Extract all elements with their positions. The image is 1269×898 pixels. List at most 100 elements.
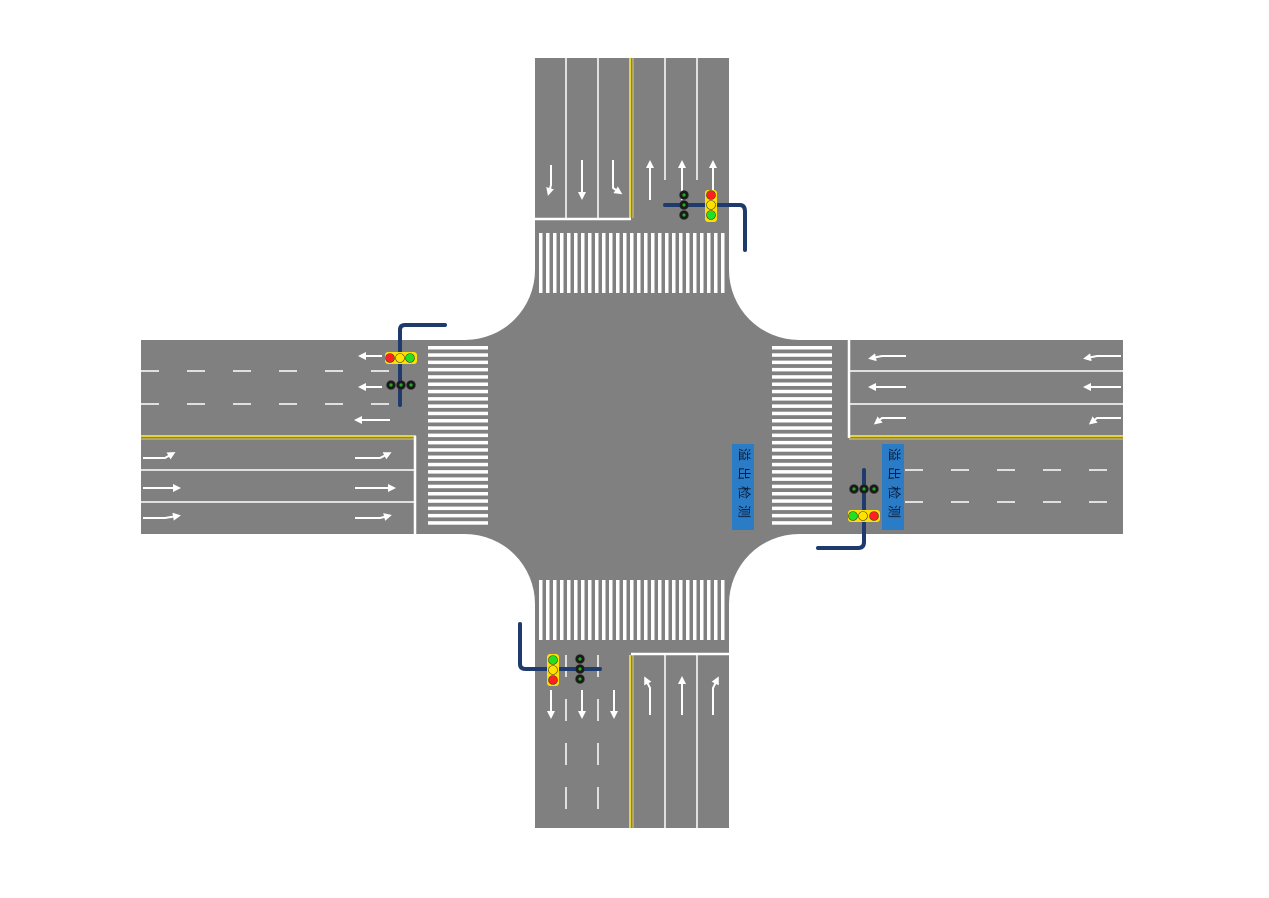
signal-west-green — [405, 353, 415, 363]
crosswalk-south-stripe — [553, 580, 557, 640]
signal-west-arrow-straight-arrow — [399, 383, 403, 387]
crosswalk-east-stripe — [772, 440, 832, 445]
signal-west-pole — [398, 323, 447, 407]
crosswalk-south-stripe — [630, 580, 634, 640]
signal-east-pole — [816, 468, 866, 550]
detector-center-label: 溢出检测 — [736, 448, 751, 524]
crosswalk-west-stripe — [428, 367, 488, 372]
crosswalk-north-stripe — [679, 233, 683, 293]
east-arrow-left-down — [1088, 416, 1121, 425]
west-arrow-right — [143, 512, 181, 521]
detector-east-box — [882, 444, 904, 530]
signal-north-yellow — [706, 200, 716, 210]
east-arrow-left — [868, 353, 906, 362]
crosswalk-north-stripe — [665, 233, 669, 293]
crosswalk-east-stripe — [772, 375, 832, 379]
crosswalk-west-stripe — [428, 404, 488, 408]
crosswalk-east-stripe — [772, 367, 832, 372]
corner-fillet-0 — [465, 270, 535, 340]
crosswalk-north-stripe — [539, 233, 543, 293]
signal-east-arrow-right-arrow — [872, 487, 876, 491]
crosswalk-west-stripe — [428, 462, 488, 467]
crosswalk-west-stripe — [428, 346, 488, 350]
road-surface — [141, 58, 1123, 828]
crosswalk-east-stripe — [772, 433, 832, 438]
crosswalk-west-stripe — [428, 477, 488, 481]
signal-west-arrow-right-arrow — [409, 383, 413, 387]
crosswalk-north-stripe — [714, 233, 718, 293]
signal-west-yellow — [395, 353, 405, 363]
south-arrow-left-up — [644, 676, 652, 715]
signal-north-red — [706, 190, 716, 200]
north-arrow-right-down — [612, 160, 623, 195]
crosswalk-south-stripe — [651, 580, 655, 640]
crosswalk-east-stripe — [772, 448, 832, 452]
east-arrow-left-down — [873, 416, 906, 425]
signal-east-arrow-straight-arrow — [862, 487, 866, 491]
crosswalk-east-stripe — [772, 462, 832, 467]
crosswalk-south-stripe — [560, 580, 564, 640]
crosswalks — [428, 233, 832, 640]
crosswalk-south-stripe — [637, 580, 641, 640]
crosswalk-north-stripe — [609, 233, 613, 293]
crosswalk-west-stripe — [428, 433, 488, 438]
east-arrow-left — [1083, 353, 1121, 362]
west-arrow-right-up — [143, 452, 176, 460]
signal-south-arrow-right-arrow — [578, 677, 582, 681]
signal-west-arrow-left-arrow — [389, 383, 393, 387]
detector-east: 溢出检测 — [882, 444, 904, 530]
crosswalk-south-stripe — [665, 580, 669, 640]
crosswalk-north-stripe — [700, 233, 704, 293]
crosswalk-west-stripe — [428, 397, 488, 401]
crosswalk-north-stripe — [581, 233, 585, 293]
crosswalk-east-stripe — [772, 382, 832, 386]
crosswalk-east-stripe — [772, 346, 832, 350]
crosswalk-west-stripe — [428, 440, 488, 445]
crosswalk-south-stripe — [686, 580, 690, 640]
crosswalk-south-stripe — [609, 580, 613, 640]
crosswalk-east-stripe — [772, 521, 832, 525]
crosswalk-east-stripe — [772, 492, 832, 496]
crosswalk-east-stripe — [772, 506, 832, 511]
crosswalk-north-stripe — [588, 233, 592, 293]
crosswalk-north-stripe — [595, 233, 599, 293]
signal-south-green — [548, 655, 558, 665]
crosswalk-south-stripe — [707, 580, 711, 640]
crosswalk-west-stripe — [428, 389, 488, 394]
signal-east-arrow-left-arrow — [852, 487, 856, 491]
signal-east-yellow — [858, 511, 868, 521]
crosswalk-east-stripe — [772, 499, 832, 503]
crosswalk-west-stripe — [428, 375, 488, 379]
crosswalk-north-stripe — [630, 233, 634, 293]
crosswalk-south-stripe — [623, 580, 627, 640]
south-arrow-right-up — [711, 676, 719, 715]
corner-fillet-1 — [729, 270, 799, 340]
signal-west-red — [385, 353, 395, 363]
signal-north-green — [706, 210, 716, 220]
detector-east-label: 溢出检测 — [886, 448, 901, 524]
crosswalk-west-stripe — [428, 353, 488, 357]
crosswalk-west-stripe — [428, 419, 488, 423]
crosswalk-south-stripe — [714, 580, 718, 640]
crosswalk-east-stripe — [772, 419, 832, 423]
crosswalk-south-stripe — [539, 580, 543, 640]
crosswalk-north-stripe — [560, 233, 564, 293]
corner-fillet-2 — [465, 534, 535, 604]
crosswalk-south-stripe — [658, 580, 662, 640]
crosswalk-north-stripe — [602, 233, 606, 293]
crosswalk-south-stripe — [700, 580, 704, 640]
crosswalk-east-stripe — [772, 484, 832, 489]
crosswalk-north-stripe — [616, 233, 620, 293]
crosswalk-west-stripe — [428, 492, 488, 496]
signal-north-arrow-right-arrow — [682, 213, 686, 217]
crosswalk-east-stripe — [772, 513, 832, 518]
crosswalk-south-stripe — [546, 580, 550, 640]
crosswalk-north-stripe — [644, 233, 648, 293]
crosswalk-west-stripe — [428, 382, 488, 386]
crosswalk-south-stripe — [721, 580, 725, 640]
crosswalk-south-stripe — [581, 580, 585, 640]
crosswalk-north-stripe — [567, 233, 571, 293]
signal-east-green — [848, 511, 858, 521]
crosswalk-east-stripe — [772, 411, 832, 416]
